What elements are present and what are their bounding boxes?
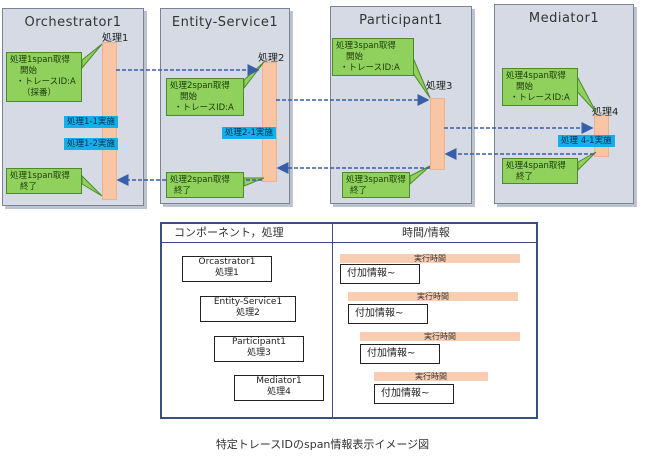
execution-time-bar-3: 実行時間: [360, 332, 520, 341]
callout-span-start-4: 処理4span取得開始・トレースID:A: [502, 68, 578, 106]
execution-time-bar-2: 実行時間: [348, 292, 518, 301]
service-title: Participant1: [359, 13, 443, 28]
figure-caption: 特定トレースIDのspan情報表示イメージ図: [215, 438, 430, 451]
process-label-3: 処理3: [426, 81, 453, 92]
column-divider: [332, 224, 333, 417]
callout-span-start-1: 処理1span取得開始・トレースID:A（採番）: [6, 52, 82, 102]
info-box-3: 付加情報~: [360, 344, 440, 364]
column-header-components: コンポーネント，処理: [174, 226, 284, 239]
process-bar-3: [430, 98, 445, 170]
action-label-4-1: 処理 4-1実施: [558, 135, 615, 147]
process-label-1: 処理1: [102, 33, 129, 44]
process-bar-2: [262, 62, 277, 182]
info-box-4: 付加情報~: [374, 384, 454, 404]
action-label-1-1: 処理1-1実施: [64, 116, 118, 128]
callout-span-start-2: 処理2span取得開始・トレースID:A: [166, 78, 244, 116]
callout-span-end-1: 処理1span取得終了: [6, 168, 82, 194]
execution-time-bar-4: 実行時間: [374, 372, 488, 381]
execution-time-bar-1: 実行時間: [340, 254, 520, 263]
callout-span-end-3: 処理3span取得終了: [342, 172, 410, 198]
header-divider: [162, 242, 536, 243]
service-title: Orchestrator1: [24, 15, 122, 30]
info-box-1: 付加情報~: [340, 264, 420, 284]
service-title: Mediator1: [528, 11, 600, 26]
process-label-4: 処理4: [592, 107, 619, 118]
action-label-2-1: 処理2-1実施: [222, 127, 276, 139]
column-header-time-info: 時間/情報: [402, 226, 450, 239]
info-box-2: 付加情報~: [348, 304, 428, 324]
callout-span-end-2: 処理2span取得終了: [166, 172, 244, 198]
action-label-1-2: 処理1-2実施: [64, 138, 118, 150]
callout-span-start-3: 処理3span取得開始・トレースID:A: [332, 38, 414, 76]
service-title: Entity-Service1: [171, 15, 279, 30]
process-label-2: 処理2: [258, 53, 285, 64]
callout-span-end-4: 処理4span取得終了: [502, 158, 578, 184]
